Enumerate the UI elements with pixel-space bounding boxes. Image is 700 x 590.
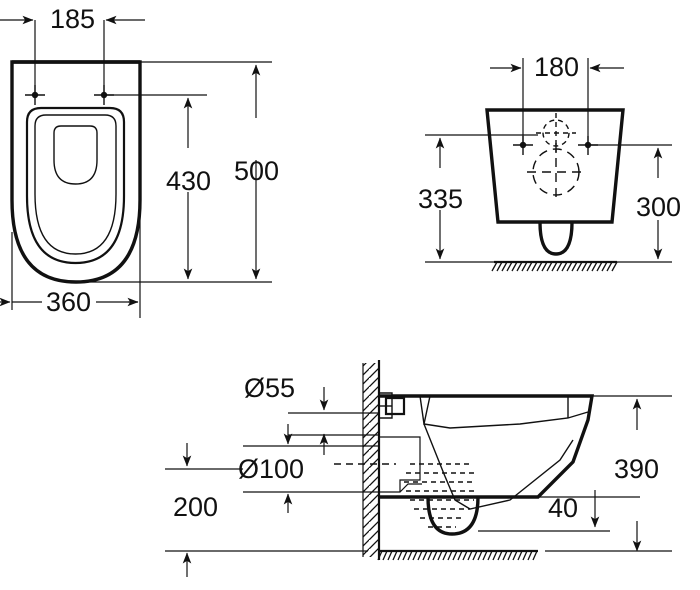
dim-430: 430	[166, 97, 211, 280]
dim-360-label: 360	[46, 287, 91, 317]
front-center-hole-large	[527, 143, 585, 201]
dim-390-label: 390	[614, 454, 659, 484]
section-floor-hatch	[377, 549, 538, 561]
dim-335: 335	[418, 137, 463, 260]
dim-300: 300	[636, 147, 681, 260]
section-water-hatch	[404, 463, 476, 528]
section-rim-edge-left	[419, 395, 425, 425]
dim-500: 500	[234, 64, 279, 280]
dim-180: 180	[490, 52, 624, 82]
section-view-group: Ø55 Ø100 200	[165, 360, 672, 577]
front-floor-hatch	[491, 260, 618, 272]
dim-500-label: 500	[234, 156, 279, 186]
dim-dia-55: Ø55	[244, 373, 379, 455]
plan-seat-outer	[25, 106, 126, 265]
dim-dia-55-label: Ø55	[244, 373, 295, 403]
plan-seat-inner	[34, 114, 117, 255]
section-wall	[362, 360, 381, 560]
plan-body-outline	[10, 60, 142, 284]
section-waste-pipe-upper	[379, 436, 421, 492]
section-rim-inner	[423, 395, 589, 429]
front-body-outline	[485, 108, 625, 224]
section-trap-u	[426, 496, 480, 536]
dim-200-label: 200	[173, 492, 218, 522]
dim-360: 360	[0, 287, 139, 317]
section-waste-pipe-lower	[379, 483, 422, 493]
plan-view-group: 185 430 500	[0, 4, 279, 318]
front-view-group: 180	[418, 52, 681, 272]
dim-335-label: 335	[418, 184, 463, 214]
section-pan-outline	[379, 394, 595, 499]
dim-dia-100-label: Ø100	[238, 454, 304, 484]
dim-185-label: 185	[50, 4, 95, 34]
dim-390: 390	[545, 395, 672, 552]
dim-185: 185	[0, 4, 145, 34]
dim-dia-100: Ø100	[238, 424, 379, 513]
plan-bowl-opening	[53, 125, 98, 185]
dim-40: 40	[478, 490, 640, 532]
dim-430-label: 430	[166, 166, 211, 196]
dim-300-label: 300	[636, 192, 681, 222]
section-inlet-fitting	[379, 392, 406, 419]
dim-40-label: 40	[548, 493, 578, 523]
front-outlet-bulge	[538, 221, 574, 256]
dim-180-label: 180	[534, 52, 579, 82]
dim-200: 200	[165, 443, 368, 577]
